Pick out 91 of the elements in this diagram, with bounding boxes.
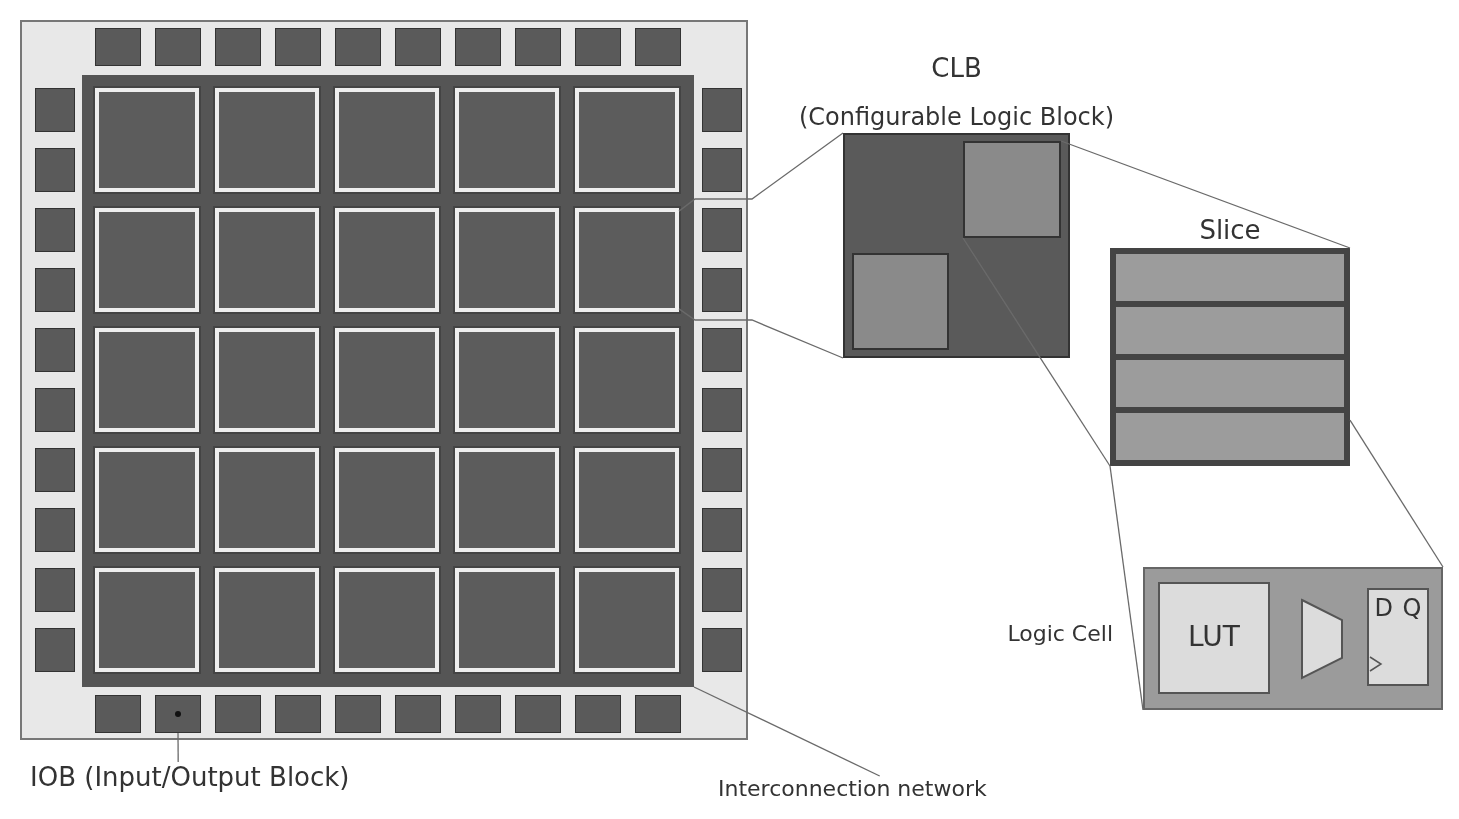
logic-block-tile xyxy=(335,208,439,312)
io-pad xyxy=(702,448,742,492)
io-pad xyxy=(35,628,75,672)
lut-label: LUT xyxy=(1187,620,1241,653)
logic-block-tile xyxy=(215,568,319,672)
io-pad xyxy=(455,28,501,66)
io-pad xyxy=(702,328,742,372)
io-pad xyxy=(35,568,75,612)
logic-block-tile xyxy=(455,88,559,192)
projection-line xyxy=(678,308,844,359)
projection-line xyxy=(678,132,844,212)
io-pad xyxy=(702,628,742,672)
logic-block-tile xyxy=(335,448,439,552)
io-pad xyxy=(155,28,201,66)
logic-block-tile xyxy=(575,208,679,312)
io-pad xyxy=(35,268,75,312)
io-pad xyxy=(395,28,441,66)
slice-row xyxy=(1116,360,1344,407)
multiplexer-symbol xyxy=(1300,598,1344,680)
io-pad xyxy=(702,148,742,192)
logic-block-tile xyxy=(215,88,319,192)
logic-block-tile xyxy=(335,88,439,192)
logic-block-tile xyxy=(335,568,439,672)
io-pad xyxy=(95,28,141,66)
io-pad xyxy=(515,28,561,66)
logic-block-tile xyxy=(215,328,319,432)
logic-block-tile xyxy=(335,328,439,432)
io-pad xyxy=(35,148,75,192)
io-pad xyxy=(575,695,621,733)
io-pad xyxy=(702,88,742,132)
callout-label: Interconnection network xyxy=(718,776,1048,808)
io-pad xyxy=(215,695,261,733)
logic-block-tile xyxy=(95,88,199,192)
io-pad xyxy=(515,695,561,733)
io-pad xyxy=(335,28,381,66)
io-pad xyxy=(702,388,742,432)
io-pad xyxy=(335,695,381,733)
logic-block-tile xyxy=(575,448,679,552)
projection-line xyxy=(1109,465,1144,711)
flip-flop-box xyxy=(1367,588,1429,686)
slice-square xyxy=(963,141,1061,238)
slice-row xyxy=(1116,254,1344,301)
io-pad xyxy=(702,208,742,252)
callout-label: IOB (Input/Output Block) xyxy=(30,762,410,802)
block-subtitle: (Configurable Logic Block) xyxy=(797,103,1116,131)
io-pad xyxy=(702,508,742,552)
io-pad xyxy=(395,695,441,733)
block-title: Slice xyxy=(1198,215,1262,245)
io-pad xyxy=(35,328,75,372)
block-title: Logic Cell xyxy=(1007,621,1113,646)
logic-block-tile xyxy=(95,568,199,672)
chip-package xyxy=(20,20,748,740)
leader-line xyxy=(177,732,179,763)
io-pad xyxy=(35,88,75,132)
io-pad xyxy=(35,448,75,492)
io-pad xyxy=(275,695,321,733)
logic-block-tile xyxy=(455,448,559,552)
logic-block-tile xyxy=(575,328,679,432)
block-title: CLB xyxy=(930,53,983,83)
io-pad xyxy=(702,268,742,312)
logic-block-tile xyxy=(455,208,559,312)
logic-block-tile xyxy=(455,568,559,672)
io-pad xyxy=(155,695,201,733)
io-pad xyxy=(95,695,141,733)
io-pad xyxy=(35,508,75,552)
interconnect-grid xyxy=(82,75,694,687)
logic-block-tile xyxy=(95,448,199,552)
leader-line xyxy=(693,686,881,777)
logic-block-tile xyxy=(575,88,679,192)
logic-block-tile xyxy=(455,328,559,432)
io-pad xyxy=(702,568,742,612)
io-pad xyxy=(275,28,321,66)
io-pad xyxy=(215,28,261,66)
io-pad xyxy=(575,28,621,66)
logic-block-tile xyxy=(575,568,679,672)
slice-row xyxy=(1116,307,1344,354)
slice-row xyxy=(1116,413,1344,460)
logic-block-tile xyxy=(215,448,319,552)
io-pad xyxy=(455,695,501,733)
lut-box xyxy=(1158,582,1270,694)
slice-square xyxy=(852,253,949,350)
io-pad xyxy=(635,695,681,733)
projection-line xyxy=(1349,419,1444,568)
logic-block-tile xyxy=(215,208,319,312)
io-pad xyxy=(635,28,681,66)
logic-block-tile xyxy=(95,208,199,312)
io-pad xyxy=(35,208,75,252)
pin-label: D Q xyxy=(1373,594,1423,622)
io-pad xyxy=(35,388,75,432)
logic-block-tile xyxy=(95,328,199,432)
projection-line xyxy=(962,237,1111,467)
